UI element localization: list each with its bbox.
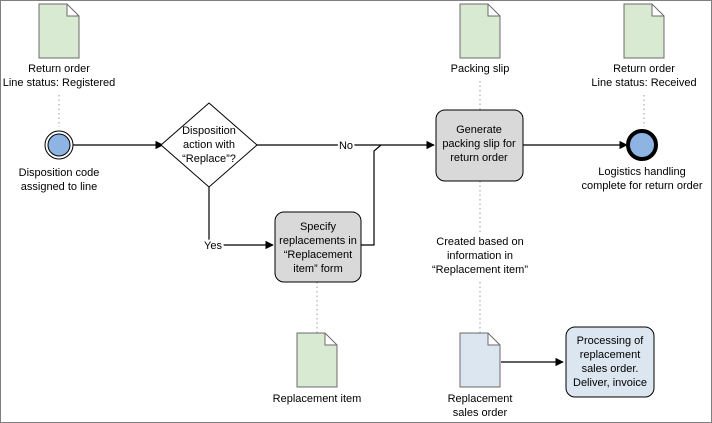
document-label-line: sales order <box>453 407 508 419</box>
annotation-line: Created based on <box>436 236 523 248</box>
associations <box>58 81 645 333</box>
annotation-created-based-on: Created based on information in “Replace… <box>432 236 528 276</box>
end-event-label-line: Logistics handling <box>598 166 685 178</box>
task-process-replacement-order: Processing of replacement sales order. D… <box>565 326 655 398</box>
task-label-line: item” form <box>293 263 343 275</box>
task-generate-packing-slip: Generate packing slip for return order <box>435 109 524 182</box>
annotation-line: “Replacement item” <box>432 264 528 276</box>
flow-gateway-yes <box>208 187 274 250</box>
task-label-line: replacement <box>580 349 641 361</box>
document-label-line: Return order <box>613 63 675 75</box>
document-icon <box>296 332 338 388</box>
start-event-label-line: assigned to line <box>21 181 97 193</box>
task-box <box>435 109 524 182</box>
task-box <box>565 326 655 398</box>
task-label-line: replacements in <box>279 235 357 247</box>
document-icon <box>459 332 501 388</box>
task-label-line: “Replacement <box>284 249 352 261</box>
document-label-line: Packing slip <box>451 63 510 75</box>
gateway-diamond <box>160 102 258 188</box>
task-label-line: sales order. <box>582 363 639 375</box>
document-label-line: Replacement item <box>273 393 362 405</box>
document-label-line: Return order <box>28 63 90 75</box>
task-label-line: packing slip for <box>442 138 516 150</box>
gateway-label-line: “Replace”? <box>182 153 236 165</box>
document-icon <box>623 3 665 59</box>
gateway-label-line: action with <box>183 139 235 151</box>
task-label-line: Generate <box>456 124 502 136</box>
document-label-line: Line status: Registered <box>3 77 116 89</box>
document-label-line: Line status: Received <box>591 77 696 89</box>
no-label: No <box>339 140 353 152</box>
task-specify-replacements: Specify replacements in “Replacement ite… <box>274 211 362 283</box>
document-replacement-item: Replacement item <box>273 332 362 405</box>
flow-specify-to-generate <box>361 144 382 246</box>
document-packing-slip: Packing slip <box>451 3 510 75</box>
document-label-line: Replacement <box>448 393 513 405</box>
end-event: Logistics handling complete for return o… <box>581 129 703 192</box>
gateway-replace-decision: Disposition action with “Replace”? <box>160 102 258 188</box>
task-label-line: Processing of <box>577 335 645 347</box>
start-event-label-line: Disposition code <box>19 167 100 179</box>
task-label-line: return order <box>450 152 508 164</box>
start-event-circle <box>47 133 71 157</box>
sequence-flows <box>73 140 628 367</box>
annotation-line: information in <box>447 250 513 262</box>
end-event-circle <box>626 129 658 161</box>
document-icon <box>38 3 80 59</box>
start-event: Disposition code assigned to line <box>19 130 100 193</box>
task-box <box>274 211 362 283</box>
document-replacement-sales-order: Replacement sales order <box>448 332 513 419</box>
task-label-line: Deliver, invoice <box>573 377 647 389</box>
gateway-label-line: Disposition <box>182 125 236 137</box>
end-event-label-line: complete for return order <box>581 180 702 192</box>
document-return-order-received: Return order Line status: Received <box>591 3 697 89</box>
document-return-order-registered: Return order Line status: Registered <box>3 3 116 89</box>
task-label-line: Specify <box>300 221 337 233</box>
yes-label: Yes <box>204 240 222 252</box>
document-icon <box>459 3 501 59</box>
